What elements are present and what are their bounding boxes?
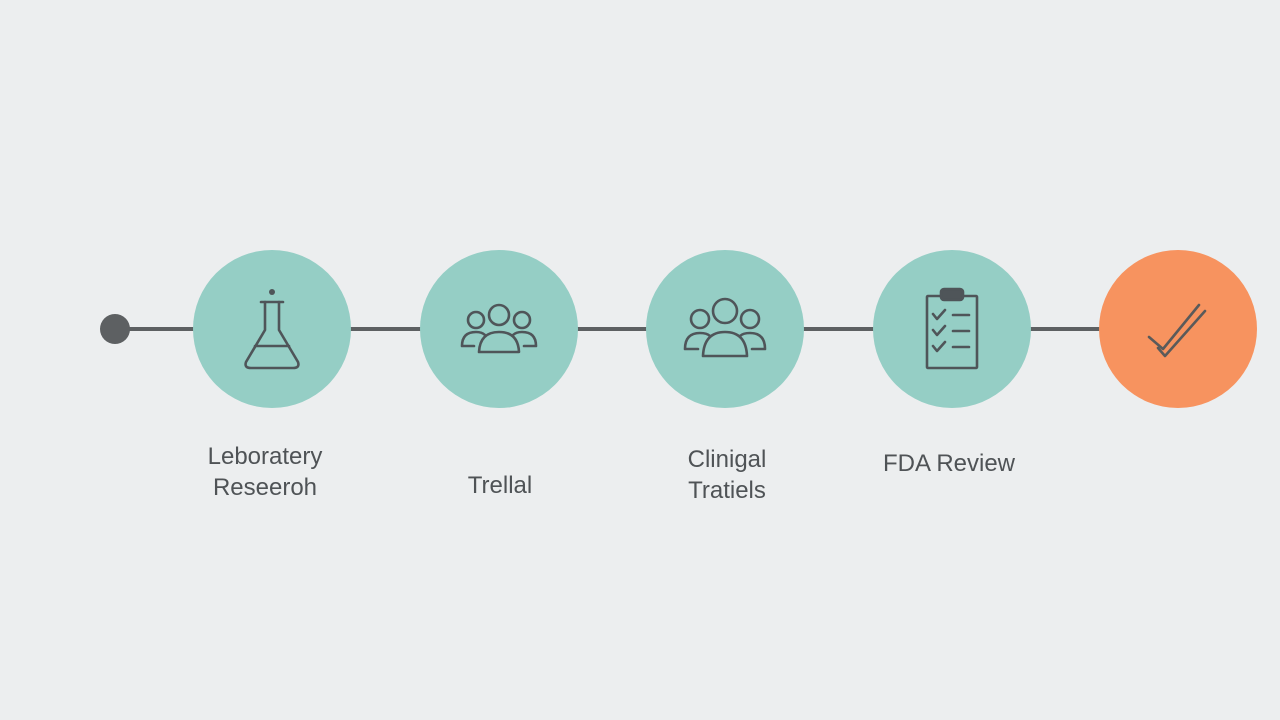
people-group-icon [460,303,538,354]
step-laboratory-research [193,250,351,408]
step-label-line: Clinigal [687,446,767,473]
step-clinical-trials [646,250,804,408]
flask-icon [244,289,300,370]
timeline-start-dot [100,314,130,344]
step-label-line: Tratiels [688,477,766,504]
step-label-line: Reseeroh [212,474,318,501]
step-fda-review [873,250,1031,408]
step-label-line: Leboratery [207,443,323,470]
step-label-line: FDA Review [882,450,1016,477]
step-approval [1099,250,1257,408]
step-trial [420,250,578,408]
clipboard-checklist-icon [925,287,979,370]
step-label-clinical-trials: Clinigal Tratiels [627,444,827,506]
people-group-icon [683,297,767,358]
step-label-trial: Trellal [400,470,600,501]
timeline-line [114,327,1174,331]
step-label-line: Trellal [467,472,533,499]
step-label-fda-review: FDA Review [849,448,1049,479]
step-label-laboratory-research: Leboratery Reseeroh [165,441,365,503]
checkmark-icon [1147,303,1207,358]
